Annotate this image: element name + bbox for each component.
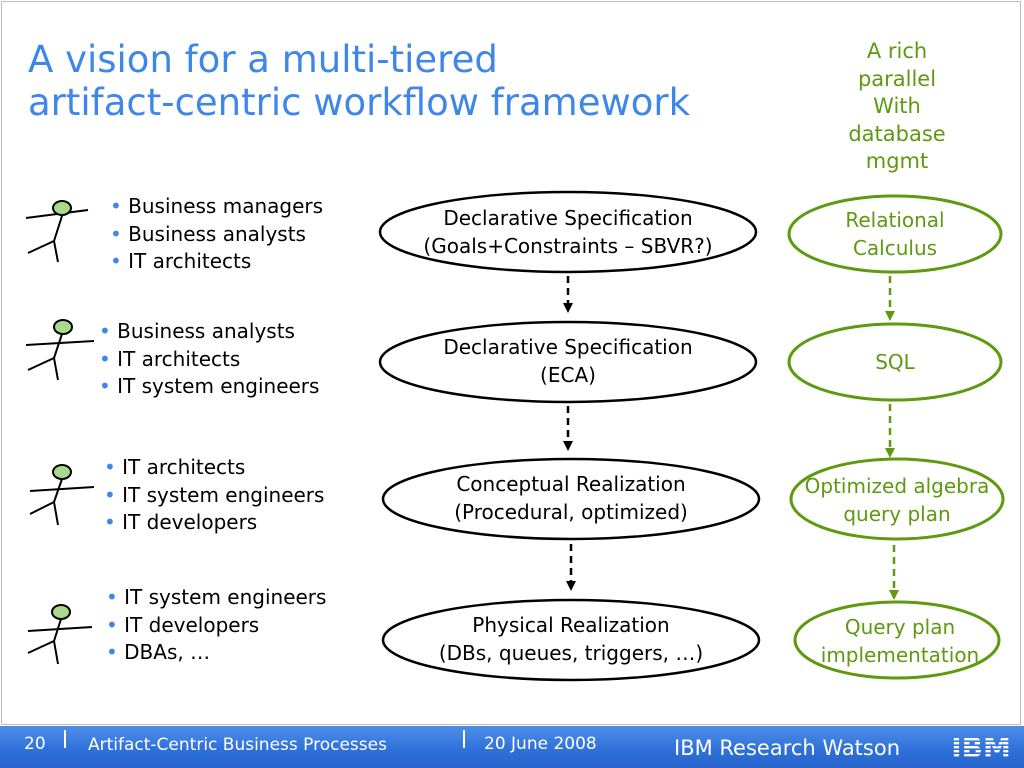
spec-label: Declarative Specification (Goals+Constra…: [390, 204, 746, 260]
role-list: Business managers Business analysts IT a…: [110, 193, 323, 276]
stick-figure-icon: [29, 464, 95, 526]
spec-label: Conceptual Realization (Procedural, opti…: [393, 470, 749, 526]
spec-label: Physical Realization (DBs, queues, trigg…: [393, 611, 749, 667]
db-label: Optimized algebra query plan: [790, 472, 1004, 528]
role-item: IT system engineers: [99, 373, 319, 401]
diagram-shapes: [25, 190, 1005, 682]
db-label: SQL: [800, 348, 990, 376]
spec-label-line: (Procedural, optimized): [454, 500, 688, 524]
role-list: Business analysts IT architects IT syste…: [99, 318, 319, 401]
role-list: IT system engineers IT developers DBAs, …: [106, 584, 326, 667]
spec-ellipse: [381, 457, 761, 541]
role-item: DBAs, …: [106, 639, 326, 667]
stick-figure-icon: [27, 604, 93, 665]
side-note: A rich parallel With database mgmt: [832, 38, 962, 176]
spec-label-line: Conceptual Realization: [456, 472, 686, 496]
stick-figure-icon: [25, 319, 95, 381]
db-ellipse: [789, 457, 1005, 541]
spec-label-line: (DBs, queues, triggers, …): [438, 641, 704, 665]
side-note-line: parallel: [857, 66, 937, 91]
db-label-line: Optimized algebra: [804, 474, 990, 498]
spec-label-line: Declarative Specification: [443, 335, 693, 359]
db-label: Query plan implementation: [800, 613, 1000, 669]
db-label-line: Calculus: [852, 236, 938, 260]
page-number: 20: [24, 734, 46, 754]
stick-figure-icon: [25, 200, 89, 263]
db-label-line: SQL: [875, 350, 915, 374]
side-note-line: A rich: [866, 39, 928, 63]
db-label-line: Query plan: [844, 615, 956, 639]
role-item: IT architects: [110, 248, 323, 276]
ibm-logo-text: IBM: [951, 731, 1011, 762]
db-ellipse: [787, 194, 1003, 274]
side-note-line: mgmt: [865, 149, 929, 173]
spec-ellipse: [378, 190, 758, 274]
title-line-2: artifact-centric workflow framework: [28, 81, 690, 124]
role-item: Business analysts: [99, 318, 319, 346]
slide-frame: [1, 1, 1021, 725]
role-item: IT developers: [106, 612, 326, 640]
spec-ellipse: [381, 598, 761, 682]
role-item: IT developers: [104, 509, 324, 537]
spec-label-line: Declarative Specification: [443, 206, 693, 230]
side-note-line: With: [873, 94, 921, 118]
footer-org: IBM Research Watson: [674, 736, 901, 760]
role-item: Business managers: [110, 193, 323, 221]
db-label-line: Relational: [845, 208, 945, 232]
footer-separator: [64, 730, 66, 748]
role-item: IT architects: [99, 346, 319, 374]
role-item: IT system engineers: [106, 584, 326, 612]
db-ellipse: [787, 322, 1003, 402]
spec-ellipse: [378, 320, 758, 404]
role-list: IT architects IT system engineers IT dev…: [104, 454, 324, 537]
footer-talk-title: Artifact-Centric Business Processes: [88, 735, 387, 755]
spec-label-line: Physical Realization: [472, 613, 670, 637]
side-note-line: database: [848, 121, 946, 146]
role-item: Business analysts: [110, 221, 323, 249]
spec-label: Declarative Specification (ECA): [390, 333, 746, 389]
db-label-line: query plan: [843, 502, 951, 526]
role-item: IT system engineers: [104, 482, 324, 510]
ibm-logo-icon: IBM: [951, 731, 1011, 762]
footer-bar: 20 Artifact-Centric Business Processes 2…: [0, 726, 1024, 768]
db-ellipse: [793, 600, 1001, 680]
title-line-1: A vision for a multi-tiered: [28, 38, 498, 81]
role-item: IT architects: [104, 454, 324, 482]
footer-date: 20 June 2008: [484, 734, 597, 754]
db-label-line: implementation: [820, 643, 980, 667]
spec-label-line: (Goals+Constraints – SBVR?): [423, 234, 713, 258]
footer-separator: [463, 730, 465, 748]
slide-title: A vision for a multi-tiered artifact-cen…: [28, 38, 690, 124]
spec-label-line: (ECA): [540, 363, 596, 387]
db-label: Relational Calculus: [800, 206, 990, 262]
